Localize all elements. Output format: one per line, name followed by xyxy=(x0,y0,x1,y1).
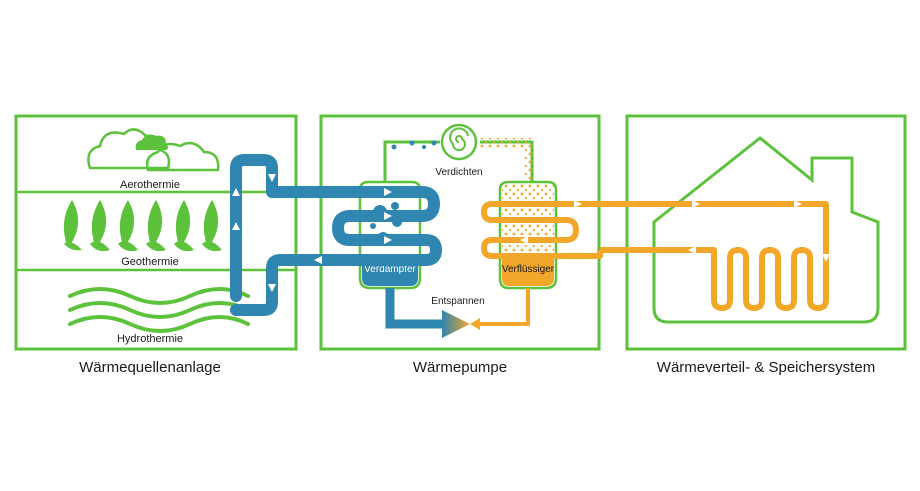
waves-icon xyxy=(68,287,250,333)
distribution-panel xyxy=(625,114,907,351)
source-loop-pipe xyxy=(230,154,442,316)
label-verfluessiger: Verflüssiger xyxy=(502,264,555,275)
heat-source-panel: Aerothermie Geothermie Hydrothermie xyxy=(14,114,298,351)
panel-title-pump: Wärmepumpe xyxy=(413,359,507,376)
label-verdichten: Verdichten xyxy=(435,167,482,178)
house-icon xyxy=(652,136,880,324)
heating-loop-pipe xyxy=(481,201,829,311)
small-cloud-icon xyxy=(135,134,168,150)
expansion-valve-icon xyxy=(442,310,470,338)
label-aerothermie: Aerothermie xyxy=(120,179,180,191)
vapor-dots xyxy=(391,140,437,150)
compressor-icon xyxy=(440,123,478,161)
source-loop-arrows xyxy=(232,174,392,292)
panel-title-distribution: Wärmeverteil- & Speichersystem xyxy=(657,359,875,376)
heat-pump-panel: Verdichten Verdampfer Verflüssiger E xyxy=(319,114,601,351)
label-geothermie: Geothermie xyxy=(121,256,178,268)
label-verdampfer: Verdampfer xyxy=(364,264,416,275)
heating-loop-arrows xyxy=(520,200,830,262)
label-entspannen: Entspannen xyxy=(431,296,484,307)
leaves-icon xyxy=(63,200,243,252)
panel-title-source: Wärmequellenanlage xyxy=(79,359,221,376)
cloud-icon xyxy=(87,128,220,172)
label-hydrothermie: Hydrothermie xyxy=(117,333,183,345)
